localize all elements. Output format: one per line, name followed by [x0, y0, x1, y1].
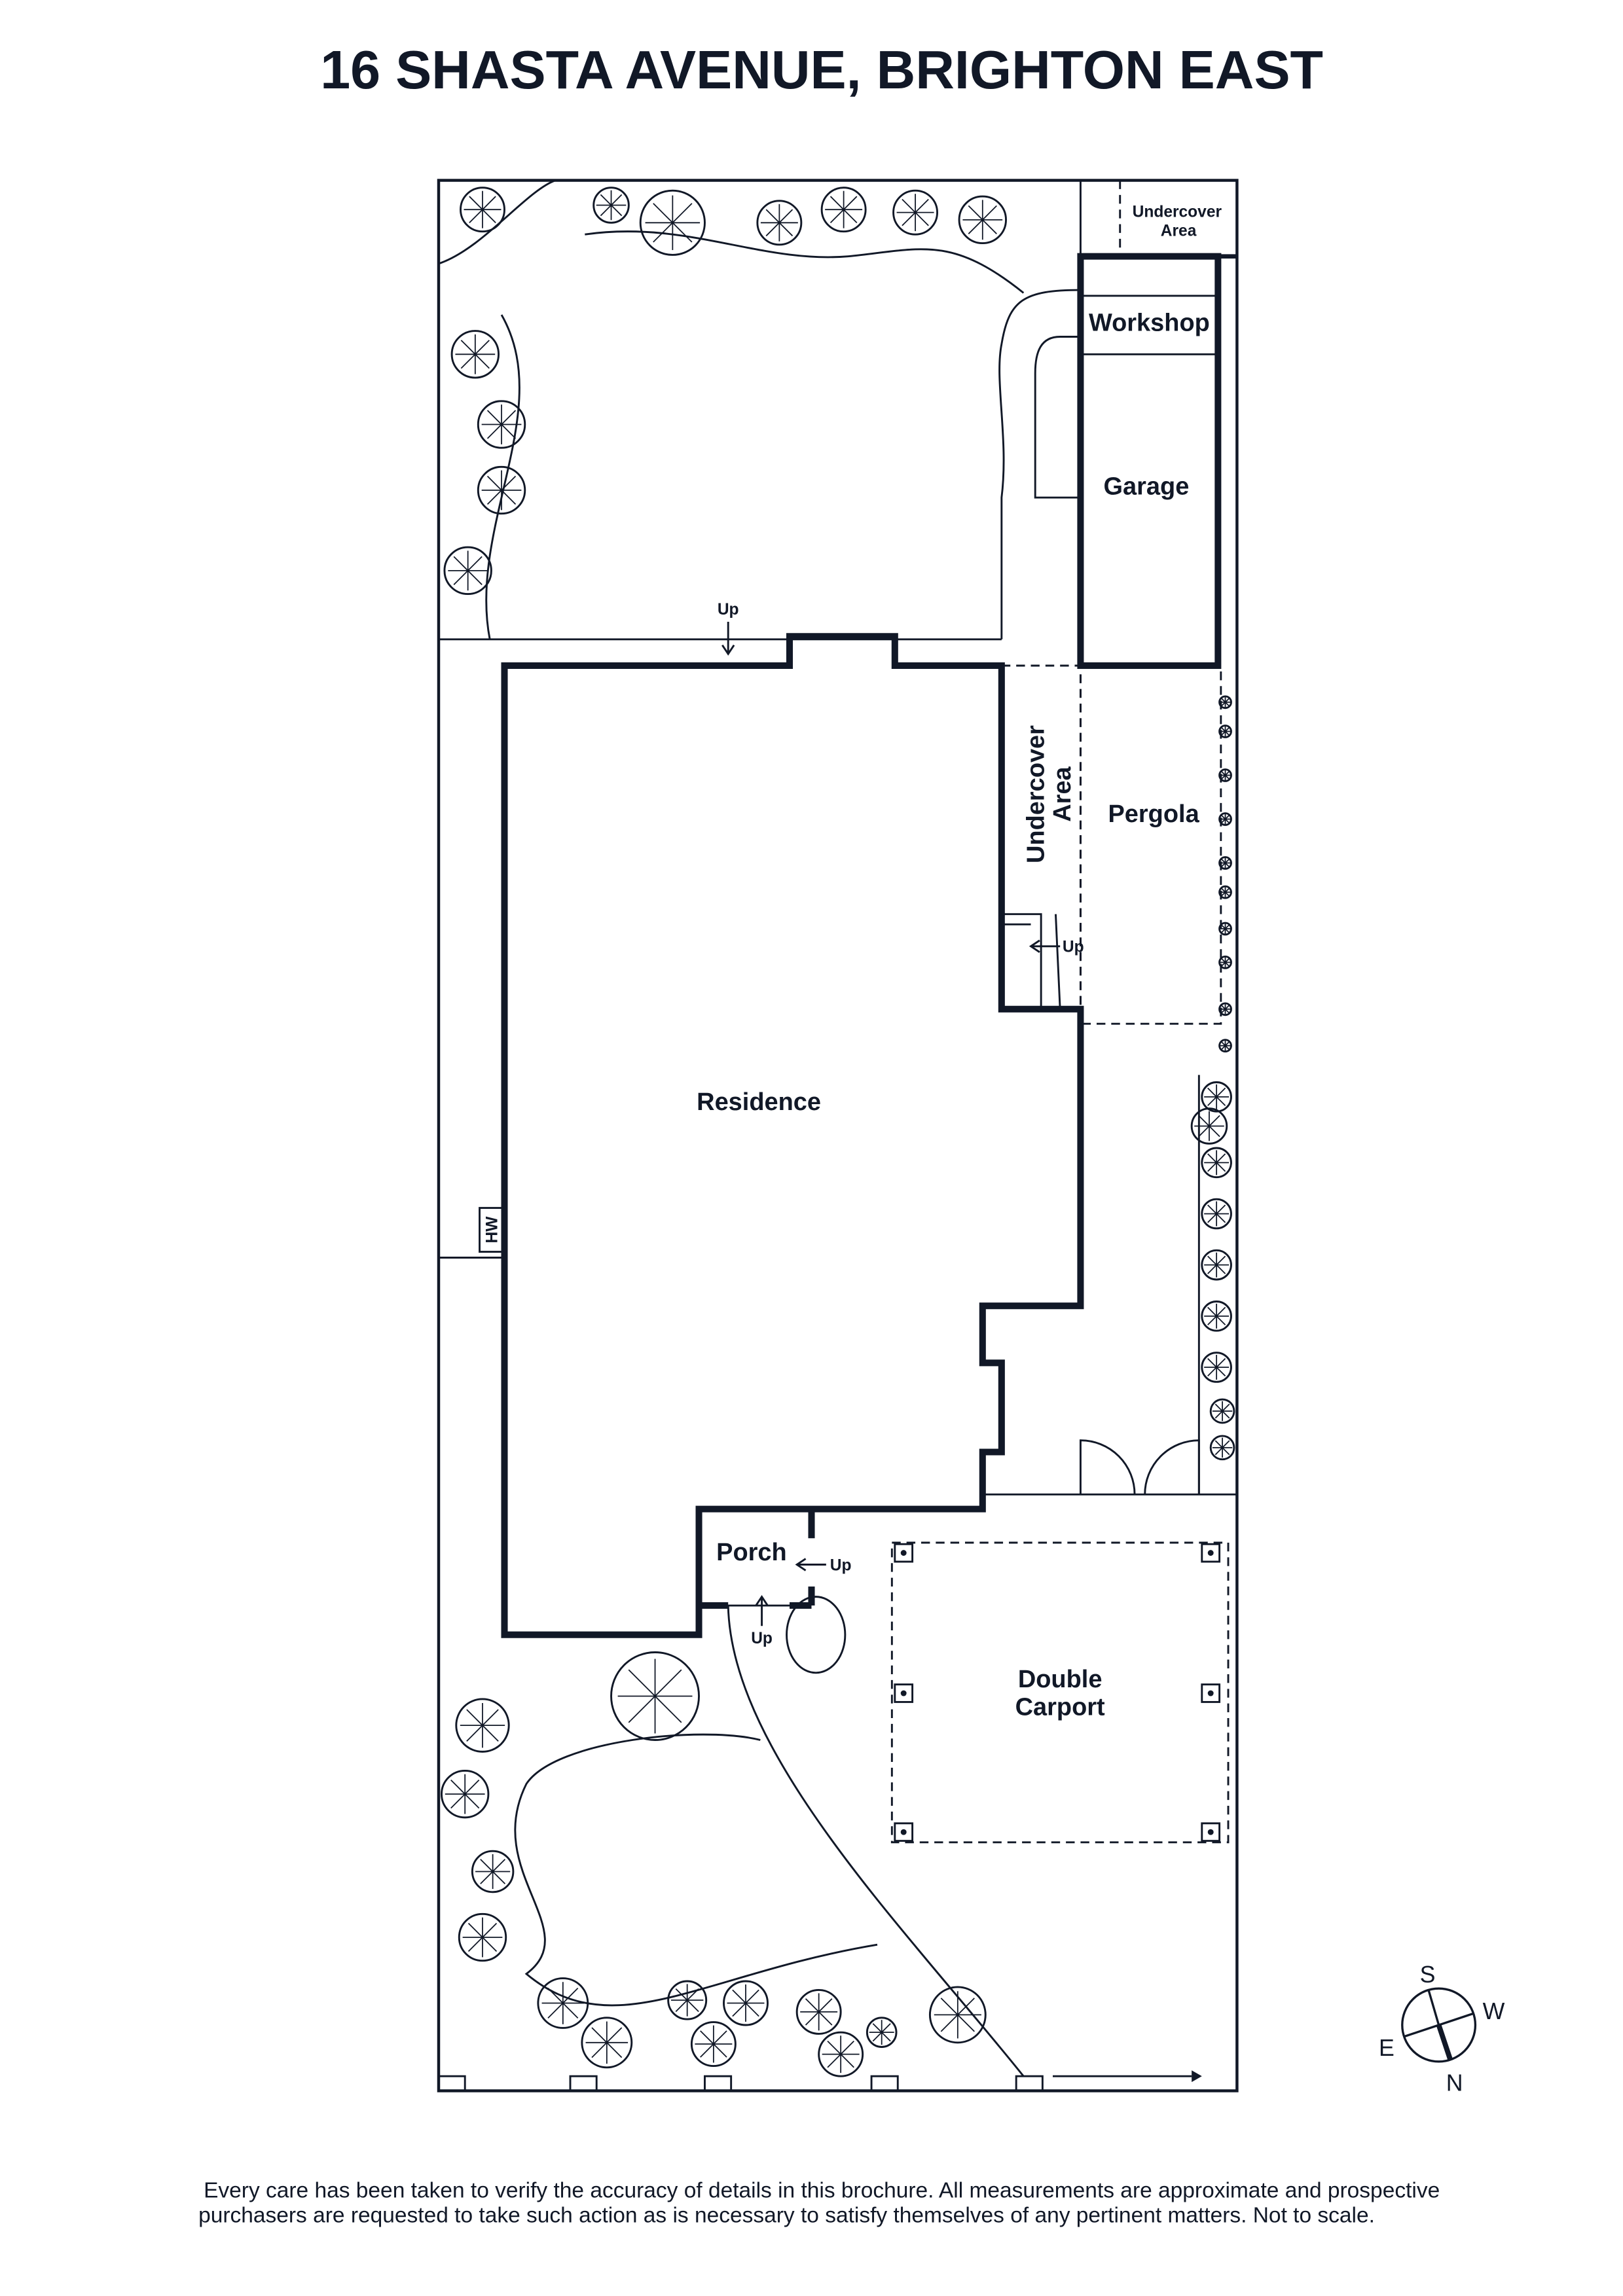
tree-icon	[1218, 1039, 1232, 1053]
carport-post	[1201, 1822, 1221, 1842]
tree-icon	[471, 1850, 515, 1893]
tree-icon	[795, 1988, 842, 2035]
step-markers: Up Up Up Up	[718, 601, 1084, 1647]
tree-icon	[1190, 1107, 1228, 1145]
tree-icon	[958, 195, 1007, 245]
tree-icon	[818, 2031, 864, 2077]
up-label: Up	[718, 601, 739, 619]
tree-icon	[1201, 1352, 1232, 1383]
tree-icon	[455, 1698, 510, 1753]
up-label: Up	[830, 1556, 852, 1574]
compass-west: W	[1483, 1998, 1505, 2024]
tree-icon	[1218, 856, 1232, 870]
up-label: Up	[1063, 939, 1084, 956]
tree-icon	[756, 200, 803, 246]
undercover-side-label-2: Area	[1049, 766, 1076, 821]
tree-icon	[477, 400, 526, 449]
undercover-side-label: Undercover	[1023, 725, 1050, 863]
tree-icon	[1201, 1081, 1232, 1113]
carport-outline	[890, 1541, 1230, 1844]
fence-post	[569, 2075, 598, 2092]
residence-outline	[501, 633, 1084, 1638]
tree-icon	[1218, 768, 1232, 782]
tree-icon	[639, 189, 706, 256]
page-title: 16 SHASTA AVENUE, BRIGHTON EAST	[320, 39, 1323, 100]
compass-north: N	[1446, 2070, 1463, 2096]
carport-post	[1201, 1543, 1221, 1563]
undercover-top-label-2: Area	[1161, 222, 1197, 240]
disclaimer-line-1: Every care has been taken to verify the …	[204, 2179, 1440, 2203]
tree-icon	[443, 546, 492, 596]
carport-post	[894, 1822, 914, 1842]
carport-label-2: Carport	[1015, 1694, 1105, 1721]
tree-icon	[458, 1912, 507, 1962]
tree-icon	[1201, 1249, 1232, 1281]
compass-east: E	[1379, 2035, 1395, 2061]
tree-icon	[928, 1986, 987, 2044]
tree-icon	[1218, 725, 1232, 738]
tree-icon	[593, 187, 630, 224]
tree-icon	[477, 465, 526, 515]
tree-icon	[820, 187, 867, 233]
hot-water-unit	[479, 1207, 504, 1253]
tree-icon	[1218, 885, 1232, 899]
fence-post	[704, 2075, 733, 2092]
site-plan: HW	[437, 179, 1239, 2092]
tree-icon	[1209, 1398, 1235, 1424]
undercover-top-label: Undercover	[1133, 203, 1222, 221]
tree-icon	[1209, 1435, 1235, 1461]
compass: S W E N	[1379, 1962, 1505, 2096]
tree-icon	[450, 330, 500, 379]
up-label: Up	[751, 1630, 773, 1647]
workshop-label: Workshop	[1089, 310, 1210, 337]
garage-label: Garage	[1104, 473, 1190, 501]
pergola-label: Pergola	[1108, 800, 1199, 828]
tree-icon	[1218, 955, 1232, 969]
tree-icon	[441, 1769, 490, 1819]
garage-outline	[1077, 253, 1222, 670]
disclaimer-line-2: purchasers are requested to take such ac…	[198, 2204, 1375, 2228]
tree-icon	[667, 1980, 708, 2020]
tree-icon	[460, 187, 505, 233]
compass-south: S	[1420, 1962, 1436, 1988]
tree-icon	[1218, 812, 1232, 826]
fence-post	[870, 2075, 899, 2092]
hw-label: HW	[483, 1216, 501, 1244]
carport-post	[894, 1543, 914, 1563]
carport-post	[894, 1683, 914, 1703]
tree-icon	[1218, 1002, 1232, 1016]
residence-label: Residence	[697, 1088, 821, 1116]
tree-icon	[1218, 695, 1232, 709]
carport-label: Double	[1018, 1666, 1103, 1693]
tree-icon	[1201, 1147, 1232, 1179]
tree-icon	[690, 2021, 737, 2067]
tree-icon	[581, 2017, 633, 2069]
tree-icon	[1201, 1198, 1232, 1230]
tree-icon	[610, 1651, 700, 1741]
fence-post	[437, 2075, 466, 2092]
tree-icon	[1218, 922, 1232, 936]
lot-boundary	[437, 179, 1239, 2092]
porch-label: Porch	[716, 1539, 787, 1566]
tree-icon	[1201, 1300, 1232, 1332]
tree-icon	[723, 1980, 769, 2026]
carport-post	[1201, 1683, 1221, 1703]
tree-icon	[892, 189, 939, 236]
fence-post	[1015, 2075, 1044, 2092]
tree-icon	[537, 1977, 589, 2029]
tree-icon	[866, 2017, 898, 2048]
